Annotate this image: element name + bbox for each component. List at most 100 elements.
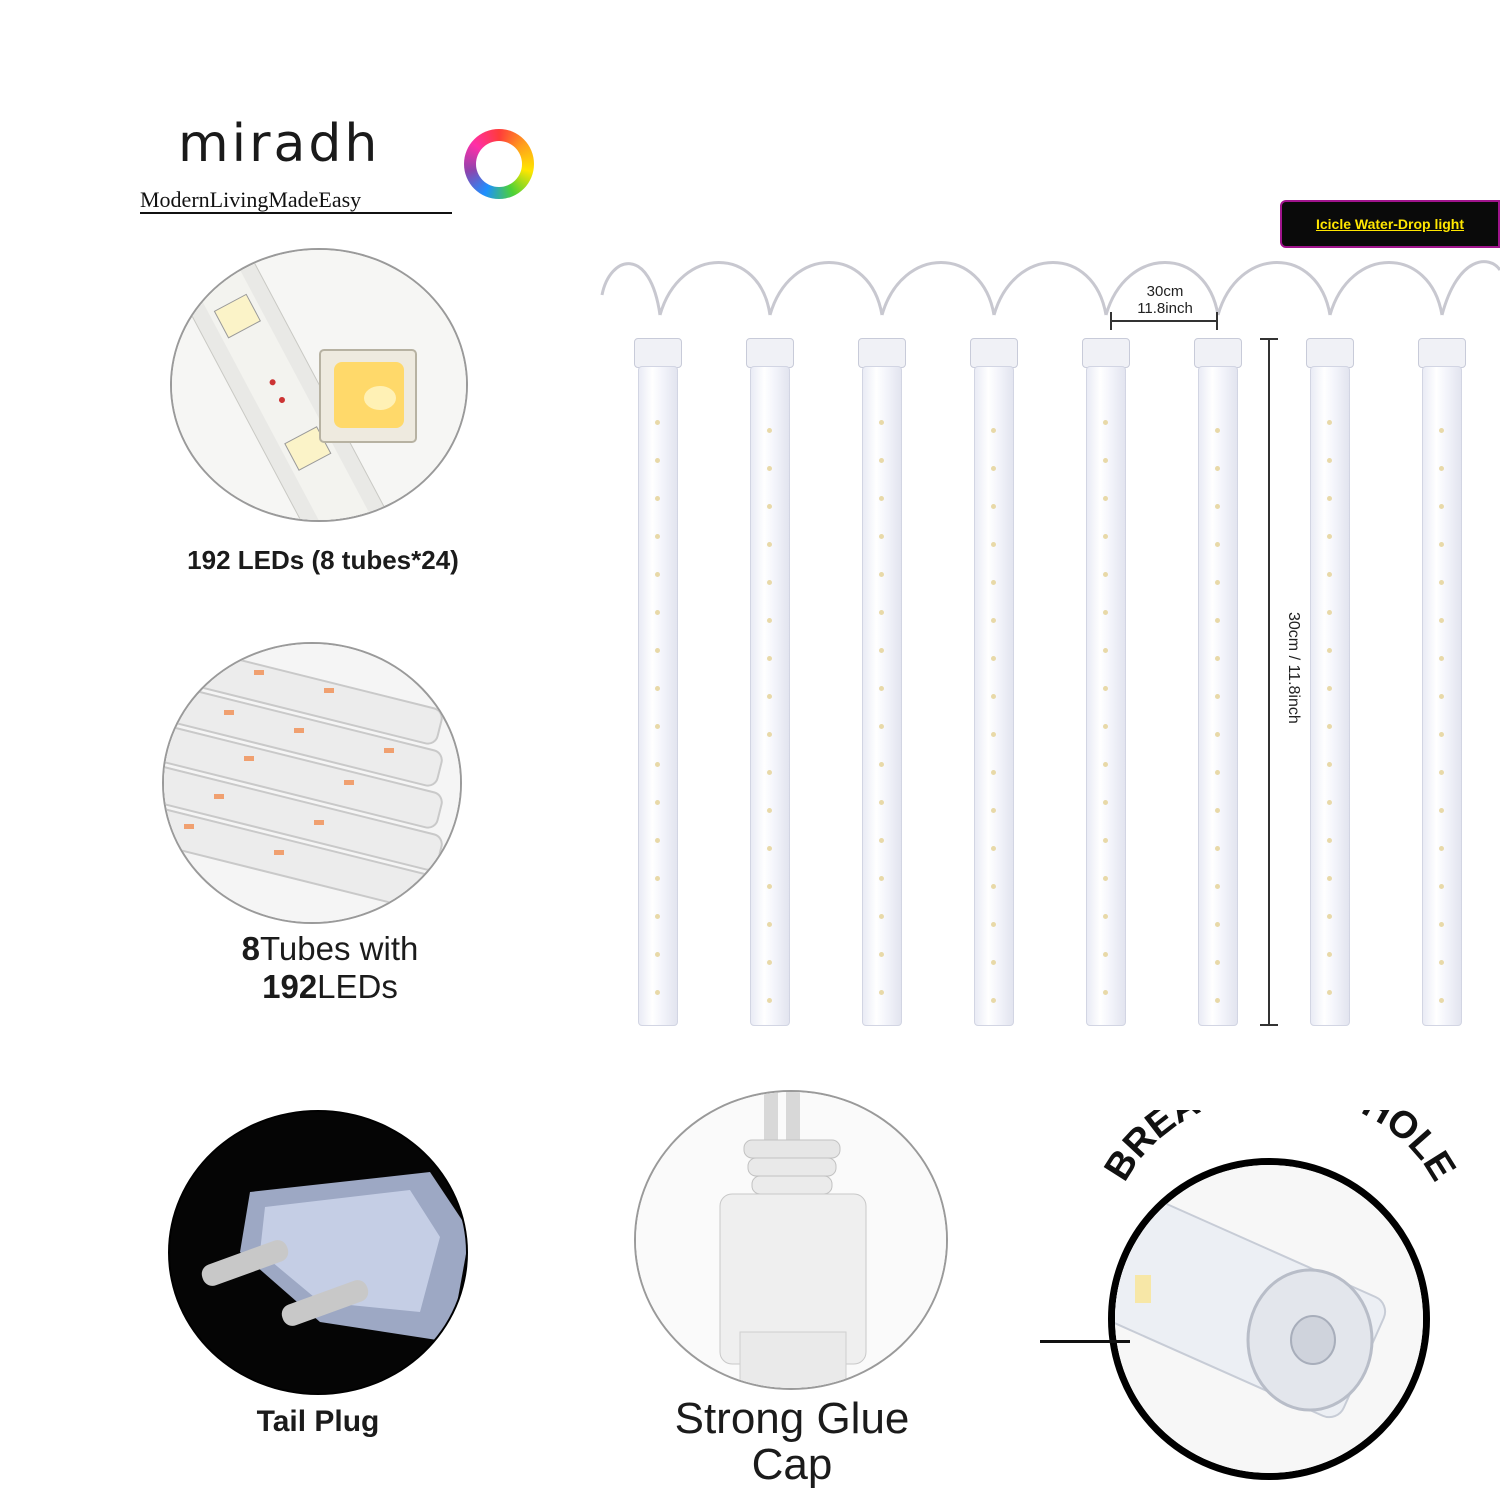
- led-dot: [1439, 656, 1444, 661]
- spacing-cm: 30cm: [1146, 283, 1184, 300]
- tube-cap: [1306, 338, 1354, 368]
- led-dot: [991, 428, 996, 433]
- led-dot: [655, 952, 660, 957]
- led-dot: [655, 534, 660, 539]
- led-dot: [879, 838, 884, 843]
- led-dot: [767, 732, 772, 737]
- led-dot: [991, 580, 996, 585]
- tubes-caption-line1: 8Tubes with: [150, 930, 510, 968]
- led-dot: [767, 922, 772, 927]
- led-dot: [1439, 580, 1444, 585]
- led-dot: [655, 724, 660, 729]
- led-dot: [879, 686, 884, 691]
- led-dot: [767, 846, 772, 851]
- led-dot: [655, 572, 660, 577]
- product-badge: Icicle Water-Drop light: [1280, 200, 1500, 248]
- length-arrow: [1268, 338, 1270, 1026]
- led-dot: [1215, 960, 1220, 965]
- led-dot: [1215, 542, 1220, 547]
- led-dot: [655, 610, 660, 615]
- led-dot: [767, 504, 772, 509]
- led-dot: [1327, 838, 1332, 843]
- led-tube: [1310, 366, 1350, 1026]
- led-dot: [1215, 732, 1220, 737]
- led-dot: [1215, 884, 1220, 889]
- led-dot: [1327, 914, 1332, 919]
- led-dot: [1327, 648, 1332, 653]
- led-dot: [767, 998, 772, 1003]
- led-dot: [1103, 496, 1108, 501]
- tail-plug-image: [168, 1110, 468, 1395]
- led-dot: [1215, 466, 1220, 471]
- led-dot: [1103, 990, 1108, 995]
- led-dot: [879, 648, 884, 653]
- led-tube: [862, 366, 902, 1026]
- led-dot: [1215, 694, 1220, 699]
- led-dot: [991, 884, 996, 889]
- led-dot: [1327, 990, 1332, 995]
- led-dot: [1327, 876, 1332, 881]
- led-dot: [1215, 846, 1220, 851]
- brand-tagline: ModernLivingMadeEasy: [140, 187, 362, 212]
- led-dot: [1103, 876, 1108, 881]
- glue-caption-line2: Cap: [751, 1440, 833, 1490]
- led-dot: [767, 542, 772, 547]
- led-dot: [879, 876, 884, 881]
- glue-cap-image: [634, 1090, 948, 1390]
- led-dot: [655, 762, 660, 767]
- led-dot: [1327, 686, 1332, 691]
- led-dot: [1439, 922, 1444, 927]
- tube-cap: [858, 338, 906, 368]
- breathable-hole-image: [1108, 1158, 1430, 1480]
- led-dot: [879, 610, 884, 615]
- led-dot: [991, 998, 996, 1003]
- led-dot: [991, 732, 996, 737]
- led-dot: [879, 458, 884, 463]
- led-dot: [991, 808, 996, 813]
- length-dimension: 30cm / 11.8inch: [1285, 612, 1302, 724]
- led-dot: [1215, 618, 1220, 623]
- led-dot: [1215, 656, 1220, 661]
- led-dot: [1103, 914, 1108, 919]
- glue-caption: Strong Glue Cap: [640, 1395, 944, 1490]
- led-dot: [991, 770, 996, 775]
- spacing-arrow-end-right: [1216, 312, 1218, 330]
- led-dot: [655, 876, 660, 881]
- tube-cap: [634, 338, 682, 368]
- led-dot: [767, 808, 772, 813]
- led-dot: [1327, 724, 1332, 729]
- led-dot: [879, 496, 884, 501]
- led-dot: [1103, 458, 1108, 463]
- led-dot: [655, 648, 660, 653]
- led-dot: [1103, 610, 1108, 615]
- led-dot: [879, 724, 884, 729]
- led-dot: [1327, 610, 1332, 615]
- tube-cap: [1418, 338, 1466, 368]
- tubes-caption: 8Tubes with 192LEDs: [150, 930, 510, 1006]
- led-dot: [1103, 572, 1108, 577]
- led-dot: [991, 960, 996, 965]
- led-dot: [1439, 808, 1444, 813]
- led-dot: [767, 466, 772, 471]
- led-dot: [1327, 458, 1332, 463]
- led-dot: [1215, 770, 1220, 775]
- led-dot: [879, 990, 884, 995]
- led-dot: [767, 770, 772, 775]
- brand-logo-text: miradh: [178, 114, 381, 174]
- led-dot: [1215, 922, 1220, 927]
- product-badge-label: Icicle Water-Drop light: [1315, 216, 1465, 232]
- led-dot: [655, 990, 660, 995]
- led-dot: [1215, 808, 1220, 813]
- leds-count: 192: [262, 967, 318, 1005]
- plug-caption: Tail Plug: [256, 1405, 380, 1438]
- led-dot: [991, 542, 996, 547]
- led-dot: [767, 656, 772, 661]
- led-dot: [1327, 420, 1332, 425]
- led-dot: [1103, 686, 1108, 691]
- led-dot: [1327, 800, 1332, 805]
- led-dot: [1103, 648, 1108, 653]
- led-dot: [991, 466, 996, 471]
- led-dot: [879, 914, 884, 919]
- spacing-arrow: [1110, 320, 1218, 322]
- led-dot: [1103, 534, 1108, 539]
